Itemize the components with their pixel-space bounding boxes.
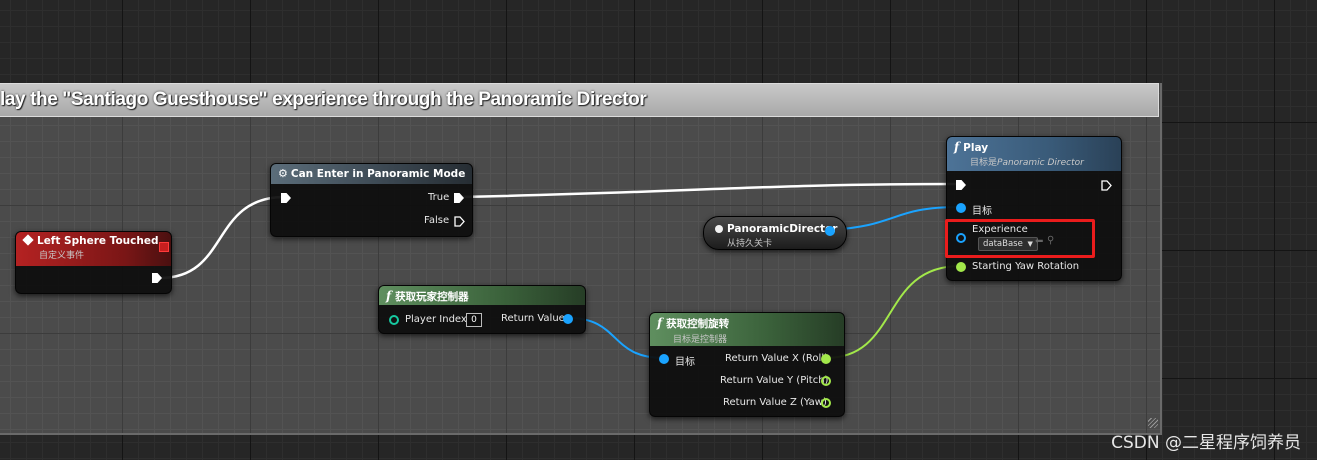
node-left-sphere-touched[interactable]: Left Sphere Touched 自定义事件 <box>15 231 172 294</box>
return-z-pin[interactable] <box>821 398 831 408</box>
branch-title: Can Enter in Panoramic Mode <box>290 168 466 180</box>
exec-in-pin[interactable] <box>281 193 291 203</box>
target-pin[interactable] <box>659 354 669 364</box>
watermark: CSDN @二星程序饲养员 <box>1111 433 1301 453</box>
return-y-pin[interactable] <box>821 376 831 386</box>
return-x-label: Return Value X (Roll) <box>725 353 829 364</box>
exec-out-pin[interactable] <box>152 273 162 283</box>
director-out-pin[interactable] <box>825 226 835 236</box>
exec-out-pin[interactable] <box>1101 180 1112 191</box>
experience-pin[interactable] <box>956 233 966 243</box>
event-title: Left Sphere Touched <box>37 235 159 247</box>
true-label: True <box>428 192 450 203</box>
exec-false-pin[interactable] <box>454 216 465 227</box>
play-subtitle-target: Panoramic Director <box>997 158 1084 168</box>
use-selected-asset-icon[interactable]: ⬅ <box>1035 236 1044 247</box>
target-label: 目标 <box>675 357 695 368</box>
director-title: PanoramicDirector <box>727 223 838 235</box>
exec-true-pin[interactable] <box>454 193 464 203</box>
play-subtitle-prefix: 目标是 <box>970 158 998 168</box>
node-header: Left Sphere Touched 自定义事件 <box>16 232 171 266</box>
get-player-title: 获取玩家控制器 <box>395 291 469 303</box>
event-diamond-icon <box>22 234 34 246</box>
return-value-label: Return Value <box>501 313 565 324</box>
exec-wire-event-branch <box>159 195 286 280</box>
target-pin[interactable] <box>956 203 966 213</box>
return-value-pin[interactable] <box>563 314 573 324</box>
highlight-box <box>945 219 1095 258</box>
director-subtitle: 从持久关卡 <box>727 239 773 249</box>
play-title: Play <box>963 142 989 154</box>
node-gloss-icon <box>715 225 723 233</box>
experience-asset-dropdown[interactable]: dataBase ▼ <box>978 237 1038 251</box>
comment-title: lay the "Santiago Guesthouse" experience… <box>0 89 647 110</box>
return-x-pin[interactable] <box>821 354 831 364</box>
node-can-enter-panoramic-mode[interactable]: ⚙Can Enter in Panoramic Mode True False <box>270 163 473 237</box>
false-label: False <box>424 215 450 226</box>
return-y-label: Return Value Y (Pitch) <box>720 375 829 386</box>
float-wire-yaw <box>825 265 961 359</box>
experience-label: Experience <box>972 224 1028 235</box>
target-label: 目标 <box>972 206 992 217</box>
player-index-label: Player Index <box>405 314 467 325</box>
player-index-input[interactable]: 0 <box>466 313 482 327</box>
function-icon: f <box>386 289 392 303</box>
node-panoramic-director[interactable]: PanoramicDirector 从持久关卡 <box>703 216 847 250</box>
function-icon: f <box>954 140 960 154</box>
get-rotation-title: 获取控制旋转 <box>666 318 730 330</box>
function-icon: f <box>657 316 663 330</box>
yaw-pin[interactable] <box>956 262 966 272</box>
yaw-label: Starting Yaw Rotation <box>972 261 1080 272</box>
object-wire-director-target <box>828 206 961 231</box>
exec-in-pin[interactable] <box>956 180 966 190</box>
player-index-pin[interactable] <box>389 315 399 325</box>
event-subtitle: 自定义事件 <box>39 251 85 261</box>
return-z-label: Return Value Z (Yaw) <box>723 397 827 408</box>
experience-asset-value: dataBase <box>983 239 1023 249</box>
chevron-down-icon: ▼ <box>1027 240 1033 248</box>
delegate-pin[interactable] <box>159 242 169 252</box>
node-header: ⚙Can Enter in Panoramic Mode <box>271 164 472 184</box>
browse-asset-icon[interactable]: ⚲ <box>1047 235 1055 246</box>
get-rotation-subtitle: 目标是控制器 <box>673 335 728 345</box>
gear-icon: ⚙ <box>278 167 288 180</box>
comment-resize-grip[interactable] <box>1148 418 1158 428</box>
comment-header[interactable]: lay the "Santiago Guesthouse" experience… <box>0 83 1159 117</box>
exec-wire-branch-play <box>457 182 959 199</box>
